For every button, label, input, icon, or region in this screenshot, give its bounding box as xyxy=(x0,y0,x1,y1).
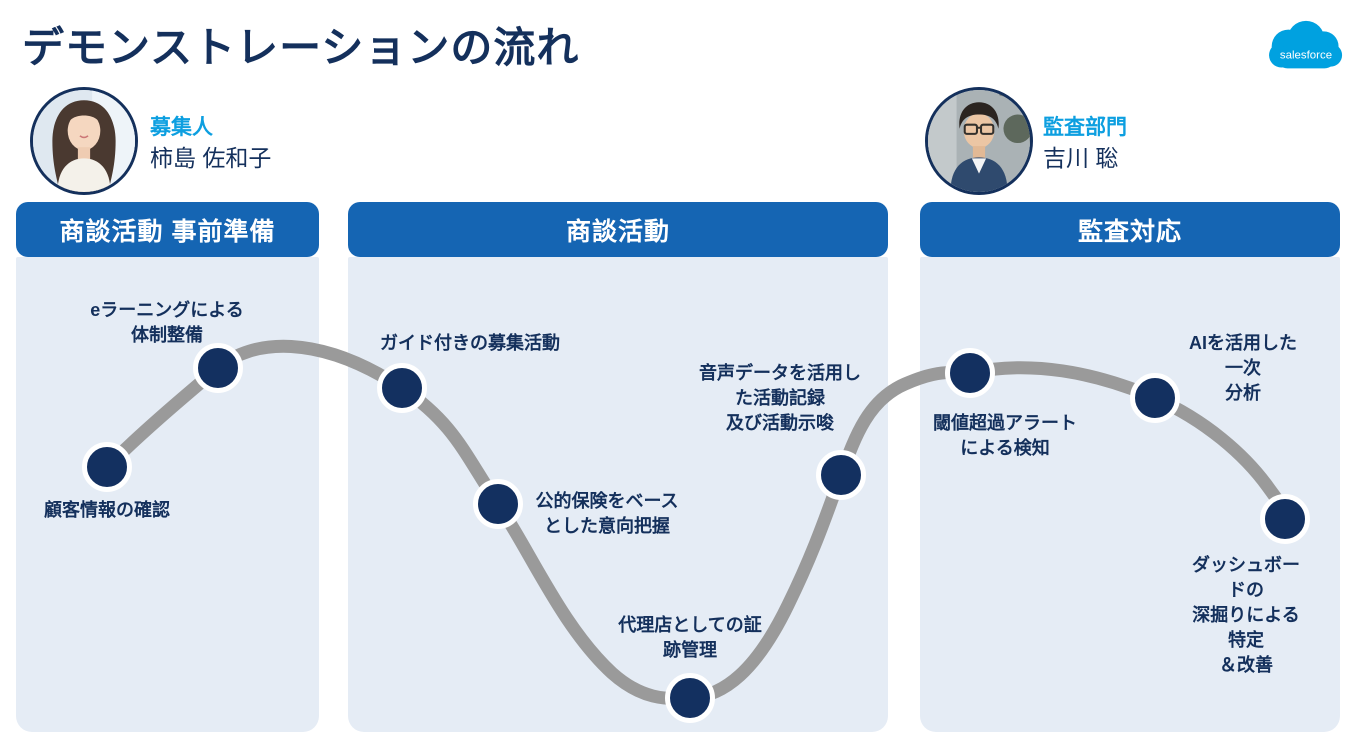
flow-node-threshold-alert xyxy=(945,348,995,398)
flow-node-public-insurance xyxy=(473,479,523,529)
auditor-name: 吉川 聡 xyxy=(1043,145,1119,171)
panel-sales-activity-header: 商談活動 xyxy=(348,202,888,257)
step-label-public-insurance: 公的保険をベース とした意向把握 xyxy=(535,491,679,536)
recruiter-role-label: 募集人 xyxy=(150,116,213,139)
step-label-customer-info: 顧客情報の確認 xyxy=(44,500,170,520)
panel-preparation: 商談活動 事前準備 xyxy=(16,202,319,732)
salesforce-cloud-icon: salesforce xyxy=(1269,20,1343,69)
salesforce-logo-icon: salesforce xyxy=(1262,14,1350,84)
panel-audit-header: 監査対応 xyxy=(920,202,1340,257)
recruiter-name: 柿島 佐和子 xyxy=(150,145,272,171)
page-title: デモンストレーションの流れ xyxy=(22,24,580,71)
flow-node-voice-data xyxy=(816,450,866,500)
panel-preparation-header: 商談活動 事前準備 xyxy=(16,202,319,257)
flow-node-evidence-management xyxy=(665,673,715,723)
step-label-elearning: eラーニングによる 体制整備 xyxy=(90,300,244,345)
step-label-evidence-management: 代理店としての証 跡管理 xyxy=(618,615,762,660)
flow-node-customer-info xyxy=(82,442,132,492)
flow-node-guided-recruiting xyxy=(377,363,427,413)
flow-node-ai-analysis xyxy=(1130,373,1180,423)
salesforce-logo-text: salesforce xyxy=(1280,50,1332,62)
flow-node-dashboard xyxy=(1260,494,1310,544)
step-label-dashboard: ダッシュボードの 深掘りによる特定 ＆改善 xyxy=(1192,555,1300,675)
step-label-guided-recruiting: ガイド付きの募集活動 xyxy=(380,333,560,353)
step-label-ai-analysis: AIを活用した一次 分析 xyxy=(1189,333,1297,403)
flow-node-elearning xyxy=(193,343,243,393)
step-label-threshold-alert: 閾値超過アラート による検知 xyxy=(933,413,1077,458)
auditor-avatar xyxy=(925,87,1033,195)
recruiter-photo-icon xyxy=(33,90,135,192)
auditor-role-label: 監査部門 xyxy=(1043,116,1127,139)
step-label-voice-data: 音声データを活用し た活動記録 及び活動示唆 xyxy=(699,363,861,433)
auditor-photo-icon xyxy=(928,90,1030,192)
recruiter-avatar xyxy=(30,87,138,195)
